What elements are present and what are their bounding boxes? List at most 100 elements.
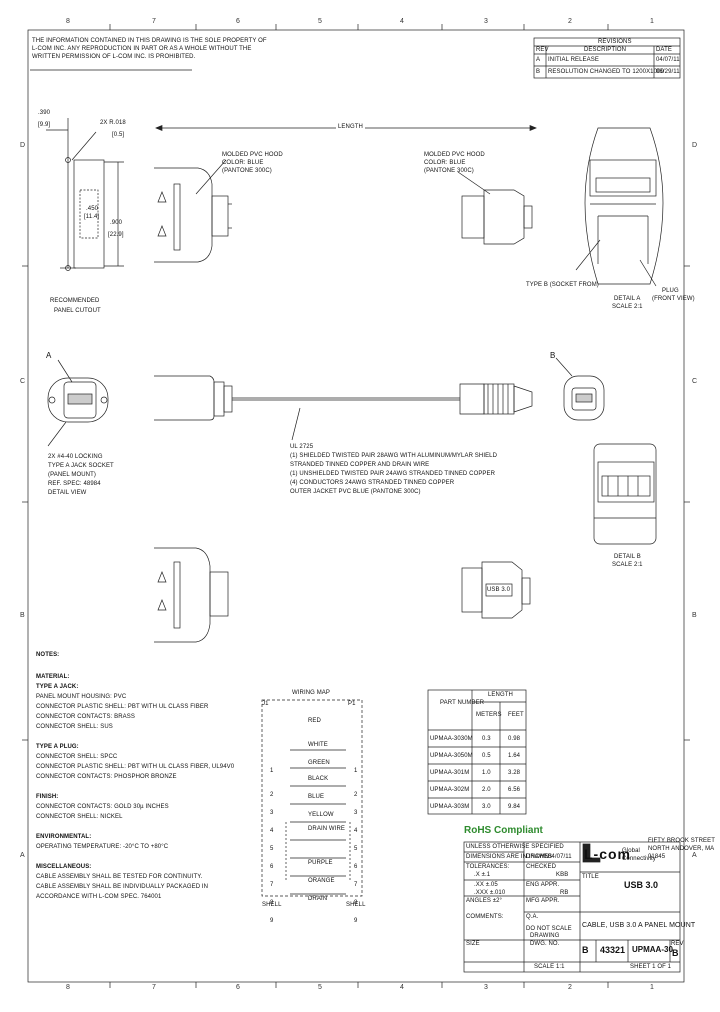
- wiring-pin-left: 1: [270, 768, 274, 774]
- checked-val: KBB: [556, 872, 569, 878]
- cutout-h2: [11.4]: [84, 214, 100, 220]
- zone-bottom-7: 1: [650, 984, 654, 991]
- notes-line: CABLE ASSEMBLY SHALL BE TESTED FOR CONTI…: [36, 874, 203, 880]
- notes-heading: TYPE A JACK:: [36, 684, 79, 690]
- rev-row-a-date: 04/07/11: [656, 57, 680, 63]
- company-1: FIFTY BROOK STREET: [648, 838, 716, 844]
- zone-top-3: 5: [318, 18, 322, 25]
- tb-left-1: UNLESS OTHERWISE SPECIFIED: [466, 844, 564, 850]
- notes-line: CONNECTOR PLASTIC SHELL: PBT WITH UL CLA…: [36, 704, 209, 710]
- cutout-r2: [0.5]: [112, 132, 125, 138]
- length-table-frame: [427, 689, 527, 815]
- notes-line: CABLE ASSEMBLY SHALL BE INDIVIDUALLY PAC…: [36, 884, 209, 890]
- cable-spec-4: (1) UNSHIELDED TWISTED PAIR 24AWG STRAND…: [290, 471, 496, 477]
- hood-b-label-2: COLOR: BLUE: [424, 160, 466, 166]
- table-meters-header: METERS: [476, 712, 502, 718]
- wire-color-label: GREEN: [308, 760, 330, 766]
- dwg-label: DWG. NO.: [530, 941, 560, 947]
- wiring-pin-left: 8: [270, 900, 274, 906]
- length-cell-pn: UPMAA-3030M: [430, 736, 473, 742]
- hood-b-label-3: (PANTONE 300C): [424, 168, 474, 174]
- proprietary-note-2: L-COM INC. ANY REPRODUCTION IN PART OR A…: [32, 46, 252, 52]
- wiring-pin-right: 3: [354, 810, 358, 816]
- tb-left-6: .XXX ±.010: [474, 890, 506, 896]
- notes-line: CONNECTOR PLASTIC SHELL: PBT WITH UL CLA…: [36, 764, 235, 770]
- notes-heading: ENVIRONMENTAL:: [36, 834, 92, 840]
- length-cell-pn: UPMAA-301M: [430, 770, 470, 776]
- description-header: DESCRIPTION: [584, 47, 627, 53]
- scale: SCALE 1:1: [534, 964, 565, 970]
- length-cell-m: 0.5: [482, 753, 491, 759]
- wiring-shell-right: SHELL: [346, 902, 366, 908]
- outer-border: [27, 29, 685, 983]
- notes-heading: MATERIAL:: [36, 674, 70, 680]
- wiring-pin-left: 2: [270, 792, 274, 798]
- table-length-header: LENGTH: [488, 692, 513, 698]
- rev-label: REV: [671, 941, 684, 947]
- callout-b: B: [550, 351, 556, 360]
- wiring-pin-left: 6: [270, 864, 274, 870]
- table-feet-header: FEET: [508, 712, 524, 718]
- zone-top-0: 8: [66, 18, 70, 25]
- rev-row-b-desc: RESOLUTION CHANGED TO 1200X1000: [548, 69, 664, 75]
- zone-left-1: C: [20, 378, 26, 385]
- part-number: UPMAA-30: [632, 945, 673, 954]
- wiring-left-header: J1: [262, 701, 269, 707]
- wiring-pin-left: 5: [270, 846, 274, 852]
- zone-bottom-5: 3: [484, 984, 488, 991]
- wiring-pin-right: 4: [354, 828, 358, 834]
- wiring-pin-right: 7: [354, 882, 358, 888]
- wiring-pin-right: 8: [354, 900, 358, 906]
- size-value: B: [582, 945, 589, 955]
- cable-spec-1: UL 2725: [290, 444, 314, 450]
- length-cell-ft: 6.56: [508, 787, 521, 793]
- doc-title: USB 3.0: [624, 880, 659, 890]
- notes-line: CONNECTOR CONTACTS: BRASS: [36, 714, 135, 720]
- wire-color-label: YELLOW: [308, 812, 334, 818]
- usb-b-plug-label: TYPE B (SOCKET FROM): [526, 282, 599, 288]
- tb-left-7: ANGLES ±2°: [466, 898, 503, 904]
- mfg-label: MFG APPR.: [526, 898, 560, 904]
- cutout-t2: [22.9]: [108, 232, 124, 238]
- cutout-t: .900: [110, 220, 123, 226]
- notes-title: NOTES:: [36, 652, 60, 658]
- zone-bottom-3: 5: [318, 984, 322, 991]
- panel-jack-2: TYPE A JACK SOCKET: [48, 463, 114, 469]
- tb-left-5: .XX ±.05: [474, 882, 498, 888]
- length-cell-ft: 3.28: [508, 770, 521, 776]
- size-label: SIZE: [466, 941, 480, 947]
- qa-label: Q.A.: [526, 914, 539, 920]
- detail-a-label-2: SCALE 2:1: [612, 304, 643, 310]
- rev-value: B: [672, 948, 679, 958]
- zone-right-0: D: [692, 142, 698, 149]
- rev-row-b-date: 06/29/11: [656, 69, 680, 75]
- hood-a-label-2: COLOR: BLUE: [222, 160, 264, 166]
- panel-cutout-drawing: [46, 118, 124, 271]
- zone-left-0: D: [20, 142, 26, 149]
- zone-bottom-6: 2: [568, 984, 572, 991]
- notes-line: CONNECTOR SHELL: NICKEL: [36, 814, 123, 820]
- zone-left-3: A: [20, 852, 25, 859]
- front-view-label-2: (FRONT VIEW): [652, 296, 695, 302]
- rev-header: REV: [536, 47, 549, 53]
- notes-line: CONNECTOR SHELL: SUS: [36, 724, 113, 730]
- cable-spec-2: (1) SHIELDED TWISTED PAIR 28AWG WITH ALU…: [290, 453, 498, 459]
- dwg-number: 43321: [600, 945, 626, 955]
- wire-color-label: ORANGE: [308, 878, 335, 884]
- tb-left-4: .X ±.1: [474, 872, 491, 878]
- notes-heading: MISCELLANEOUS:: [36, 864, 92, 870]
- wire-color-label: DRAIN: [308, 896, 328, 902]
- notes-heading: FINISH:: [36, 794, 59, 800]
- length-cell-ft: 0.98: [508, 736, 521, 742]
- wiring-pin-left: 7: [270, 882, 274, 888]
- panel-jack-5: DETAIL VIEW: [48, 490, 87, 496]
- cutout-w1: .390: [38, 110, 51, 116]
- cutout-r: 2X R.018: [100, 120, 126, 126]
- plug-text: USB 3.0: [487, 587, 511, 593]
- length-cell-ft: 1.64: [508, 753, 521, 759]
- eng-appr-val: RB: [560, 890, 569, 896]
- wire-color-label: DRAIN WIRE: [308, 826, 345, 832]
- length-cell-m: 0.3: [482, 736, 491, 742]
- cable-side-view: [154, 375, 533, 441]
